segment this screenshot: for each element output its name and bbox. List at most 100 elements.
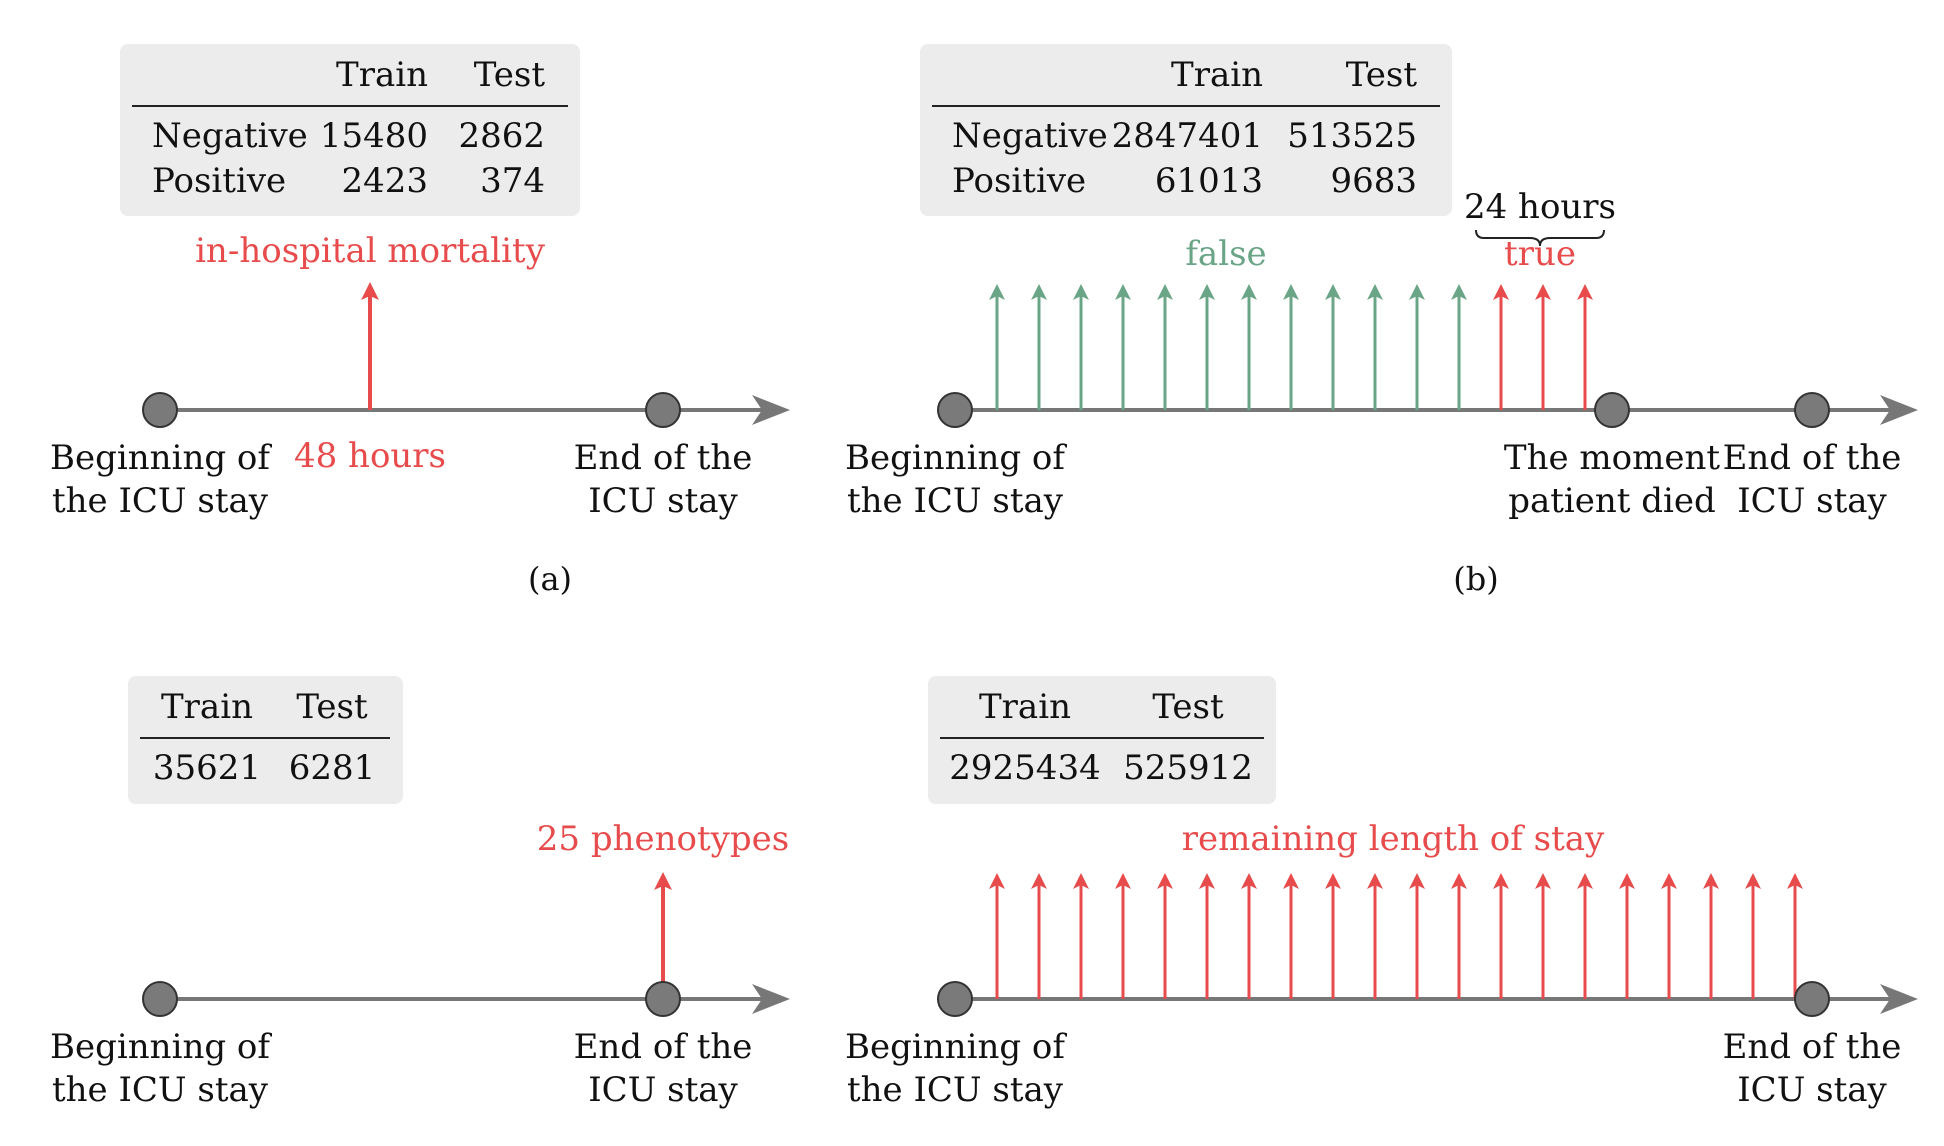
panel-d-arrows <box>989 873 1803 999</box>
remaining-los-arrow <box>1577 873 1593 999</box>
table-background <box>928 676 1276 804</box>
start-node <box>142 981 178 1017</box>
panel-d: Train Test 2925434 525912 remaining leng… <box>845 676 1918 1110</box>
remaining-los-arrow <box>989 873 1005 999</box>
caption-a: (a) <box>528 560 572 598</box>
table-cell: 61013 <box>1155 161 1263 201</box>
timeline-arrowhead <box>752 395 790 425</box>
start-label-line2: the ICU stay <box>847 481 1064 521</box>
start-label-line1: Beginning of <box>845 1027 1067 1067</box>
window-label: 24 hours <box>1464 187 1616 227</box>
panel-b-table: Train Test Negative 2847401 513525 Posit… <box>920 44 1452 216</box>
end-label-line2: ICU stay <box>1737 481 1887 521</box>
end-label-line1: End of the <box>574 1027 753 1067</box>
table-cell: 513525 <box>1287 116 1417 156</box>
start-label-line1: Beginning of <box>50 438 272 478</box>
table-header-train: Train <box>1171 55 1263 95</box>
table-header-train: Train <box>161 687 253 727</box>
event-label: 25 phenotypes <box>537 819 789 859</box>
remaining-los-arrow <box>1745 873 1761 999</box>
false-label-arrow <box>1409 284 1425 410</box>
end-label-line2: ICU stay <box>588 481 738 521</box>
end-node <box>645 981 681 1017</box>
panel-c: Train Test 35621 6281 25 phenotypes Begi… <box>50 676 790 1110</box>
table-cell: 2925434 <box>949 748 1100 788</box>
table-background <box>120 44 580 216</box>
remaining-los-arrow <box>1031 873 1047 999</box>
remaining-los-arrow <box>1115 873 1131 999</box>
start-node <box>937 981 973 1017</box>
false-label-arrow <box>1451 284 1467 410</box>
table-cell: 374 <box>480 161 545 201</box>
start-node <box>937 392 973 428</box>
end-node <box>1794 981 1830 1017</box>
end-label-line2: ICU stay <box>588 1070 738 1110</box>
remaining-los-arrow <box>1451 873 1467 999</box>
remaining-los-arrow <box>1787 873 1803 999</box>
table-cell: 15480 <box>320 116 428 156</box>
remaining-los-arrow <box>1073 873 1089 999</box>
event-arrowhead <box>654 872 672 890</box>
remaining-los-arrow <box>1661 873 1677 999</box>
false-label-arrow <box>1115 284 1131 410</box>
table-header-test: Test <box>1346 55 1418 95</box>
remaining-los-arrow <box>1703 873 1719 999</box>
death-label-line2: patient died <box>1508 481 1716 521</box>
table-row-label: Negative <box>152 116 308 156</box>
start-label-line2: the ICU stay <box>52 1070 269 1110</box>
event-label: remaining length of stay <box>1182 819 1605 859</box>
start-label-line2: the ICU stay <box>847 1070 1064 1110</box>
false-label-arrow <box>1241 284 1257 410</box>
panel-b-arrows <box>989 284 1593 410</box>
start-label-line2: the ICU stay <box>52 481 269 521</box>
remaining-los-arrow <box>1367 873 1383 999</box>
table-background <box>128 676 403 804</box>
false-label-arrow <box>1073 284 1089 410</box>
timeline-arrowhead <box>1880 395 1918 425</box>
table-cell: 35621 <box>153 748 261 788</box>
table-cell: 525912 <box>1123 748 1253 788</box>
panel-a: Train Test Negative 15480 2862 Positive … <box>50 44 790 598</box>
remaining-los-arrow <box>1157 873 1173 999</box>
true-label-arrow <box>1535 284 1551 410</box>
false-label-arrow <box>1367 284 1383 410</box>
table-header-test: Test <box>474 55 546 95</box>
event-label: in-hospital mortality <box>195 231 546 271</box>
end-label-line2: ICU stay <box>1737 1070 1887 1110</box>
true-label-arrow <box>1493 284 1509 410</box>
event-time-label: 48 hours <box>294 436 446 476</box>
false-label-arrow <box>1325 284 1341 410</box>
remaining-los-arrow <box>1493 873 1509 999</box>
timeline-arrowhead <box>752 984 790 1014</box>
remaining-los-arrow <box>1619 873 1635 999</box>
start-node <box>142 392 178 428</box>
end-label-line1: End of the <box>574 438 753 478</box>
remaining-los-arrow <box>1409 873 1425 999</box>
end-node <box>1794 392 1830 428</box>
end-node <box>645 392 681 428</box>
table-cell: 6281 <box>289 748 376 788</box>
table-header-train: Train <box>336 55 428 95</box>
false-label-arrow <box>1031 284 1047 410</box>
table-row-label: Positive <box>152 161 286 201</box>
table-header-train: Train <box>979 687 1071 727</box>
event-arrowhead <box>361 282 379 300</box>
remaining-los-arrow <box>1283 873 1299 999</box>
remaining-los-arrow <box>1199 873 1215 999</box>
table-row-label: Positive <box>952 161 1086 201</box>
table-cell: 2847401 <box>1112 116 1263 156</box>
true-label-arrow <box>1577 284 1593 410</box>
table-cell: 2862 <box>458 116 545 156</box>
remaining-los-arrow <box>1535 873 1551 999</box>
remaining-los-arrow <box>1241 873 1257 999</box>
death-node <box>1594 392 1630 428</box>
window-brace <box>1475 229 1605 247</box>
panel-c-table: Train Test 35621 6281 <box>128 676 403 804</box>
table-header-test: Test <box>296 687 368 727</box>
panel-a-table: Train Test Negative 15480 2862 Positive … <box>120 44 580 216</box>
start-label-line1: Beginning of <box>845 438 1067 478</box>
end-label-line1: End of the <box>1723 438 1902 478</box>
end-label-line1: End of the <box>1723 1027 1902 1067</box>
start-label-line1: Beginning of <box>50 1027 272 1067</box>
